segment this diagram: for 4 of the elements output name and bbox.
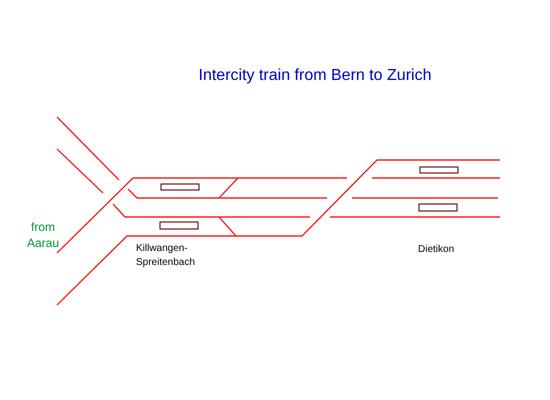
station-label: Dietikon	[418, 244, 454, 255]
origin-label: from Aarau	[26, 219, 60, 251]
station-label: Killwangen-Spreitenbach	[136, 242, 196, 270]
diagram-title: Intercity train from Bern to Zurich	[198, 67, 432, 85]
